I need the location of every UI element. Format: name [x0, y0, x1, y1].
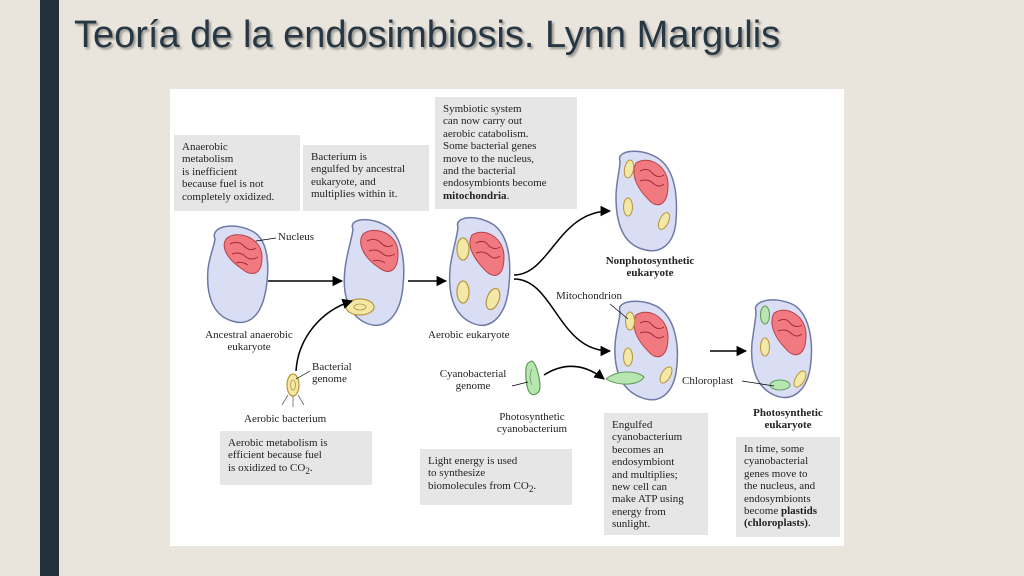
chloroplast-shape	[769, 379, 791, 391]
mitochondria-term: mitochondria	[443, 189, 507, 202]
aerobic-note-subscript: 2	[305, 466, 310, 476]
slide-title: Teoría de la endosimbiosis. Lynn Marguli…	[74, 14, 781, 56]
arrow-to-nonphotosynthetic	[513, 205, 612, 276]
symbiotic-note-period: .	[506, 189, 510, 202]
nucleus-shape	[633, 311, 669, 358]
photosynthetic-cyanobacterium-shape	[525, 360, 541, 396]
light-note-text: Light energy is used to synthesize biomo…	[428, 455, 529, 492]
cyanobacterial-genome-label: Cyanobacterial genome	[439, 368, 507, 393]
cyanobacterium-engulfing-cell	[605, 300, 679, 401]
aerobic-eukaryote-cell	[448, 216, 511, 326]
light-note-box: Light energy is used to synthesize biomo…	[420, 449, 572, 505]
cyano-engulfed-note-box: Engulfed cyanobacterium becomes an endos…	[604, 413, 708, 535]
photosynthetic-eukaryote-cell	[750, 299, 813, 399]
nucleus-shape	[633, 159, 669, 206]
nonphotosynthetic-eukaryote-cell	[615, 150, 678, 252]
mitochondrion-shape	[456, 280, 470, 304]
sidebar-accent-bar	[40, 0, 59, 576]
mitochondrion-label: Mitochondrion	[556, 290, 622, 302]
nucleus-label: Nucleus	[278, 231, 315, 243]
aerobic-note-box: Aerobic metabolism is efficient because …	[220, 431, 372, 485]
aerobic-bacterium-shape	[281, 373, 305, 407]
photosynthetic-cyanobacterium-label: Photosynthetic cyanobacterium	[496, 411, 568, 436]
arrow-to-cyano-engulfing	[513, 278, 612, 357]
aerobic-eukaryote-label: Aerobic eukaryote	[428, 329, 510, 341]
plastid-note-box: In time, some cyanobacterial genes move …	[736, 437, 840, 537]
arrow-bacterium-engulfed	[295, 298, 354, 372]
aerobic-bacterium-label: Aerobic bacterium	[244, 413, 327, 425]
aerobic-note-period: .	[309, 461, 313, 474]
nucleus-shape	[223, 234, 263, 274]
bacterial-genome-label: Bacterial genome	[312, 361, 352, 386]
plastid-note-text: In time, some cyanobacterial genes move …	[744, 443, 816, 518]
endosymbiosis-figure: Anaerobic metabolism is inefficient beca…	[170, 89, 844, 546]
plastid-note-period: .	[807, 517, 811, 530]
ancestral-eukaryote-label: Ancestral anaerobic eukaryote	[205, 329, 293, 354]
anaerobic-note-box: Anaerobic metabolism is inefficient beca…	[174, 135, 300, 211]
light-note-subscript: 2	[528, 484, 534, 494]
arrow-cyano-engulfed	[543, 365, 605, 380]
chloroplast-label: Chloroplast	[682, 375, 734, 387]
aerobic-note-text: Aerobic metabolism is efficient because …	[228, 437, 328, 474]
diagram-graphics	[206, 150, 813, 407]
symbiotic-note-text: Symbiotic system can now carry out aerob…	[443, 103, 547, 190]
mitochondrion-shape	[485, 287, 501, 311]
chloroplast-shape	[760, 305, 770, 325]
nucleus-shape	[771, 309, 807, 356]
symbiotic-note-box: Symbiotic system can now carry out aerob…	[435, 97, 577, 209]
mitochondrion-shape	[456, 237, 470, 261]
nonphotosynthetic-eukaryote-label: Nonphotosynthetic eukaryote	[605, 255, 695, 280]
plastids-term: plastids (chloroplasts)	[744, 505, 818, 530]
engulfing-eukaryote-cell	[343, 218, 405, 326]
photosynthetic-eukaryote-label: Photosynthetic eukaryote	[753, 407, 823, 432]
ancestral-eukaryote-cell	[206, 225, 269, 324]
engulfed-cyanobacterium-shape	[605, 371, 645, 385]
light-note-period: .	[533, 479, 537, 492]
engulfed-note-box: Bacterium is engulfed by ancestral eukar…	[303, 145, 429, 211]
